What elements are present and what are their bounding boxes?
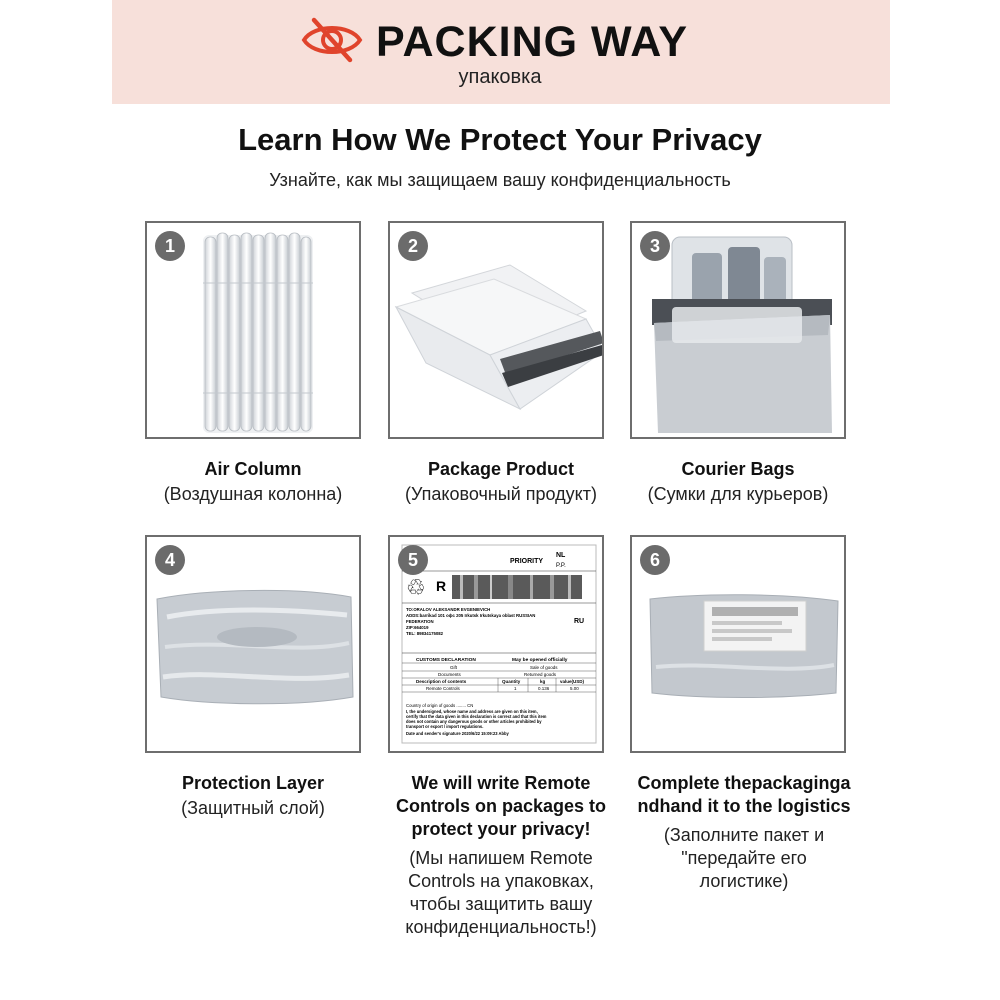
page-title: Learn How We Protect Your Privacy — [238, 122, 762, 157]
step-subtitle: (Упаковочный продукт) — [405, 484, 597, 504]
page-subtitle: Узнайте, как мы защищаем вашу конфиденци… — [269, 170, 731, 190]
step-title: Courier Bags — [681, 459, 795, 479]
step-caption-5: We will write Remote Controls on package… — [385, 772, 617, 939]
step-number: 3 — [640, 231, 670, 261]
mailer-bag-image — [394, 264, 602, 411]
step-card-protection-layer: 4 — [145, 535, 361, 753]
label-origin: Country of origin of goods ........ CN — [406, 703, 473, 708]
label-item-qty: 1 — [514, 686, 517, 691]
label-decl-4: transport or export / import regulations… — [406, 724, 483, 729]
courier-bag-image — [652, 236, 832, 433]
label-date: Date and sender's signature 2020/6/22 15… — [406, 731, 509, 736]
label-documents: Documents — [438, 672, 462, 677]
barcode — [452, 575, 582, 599]
step-caption-6: Complete thepackagingandhand it to the l… — [633, 772, 855, 893]
step-subtitle: (Воздушная колонна) — [163, 484, 343, 504]
sealed-package-image — [649, 594, 839, 698]
label-pp: P.P. — [556, 563, 566, 569]
step-card-air-column: 1 — [145, 221, 361, 439]
step-subtitle: (Мы напишем Remote Controls на упаковках… — [405, 848, 597, 937]
label-ru: RU — [574, 618, 584, 625]
label-qty-head: Quantity — [502, 679, 521, 684]
label-item-kg: 0.136 — [538, 686, 550, 691]
step-number: 4 — [155, 545, 185, 575]
label-sale: Sale of goods — [530, 665, 558, 670]
step-number: 1 — [155, 231, 185, 261]
shipping-label-image: PRIORITY NL P.P. ♲ R TO:ORALOV ALEKSANDR… — [401, 544, 597, 744]
step-card-complete: 6 — [630, 535, 846, 753]
step-title: Complete thepackagingandhand it to the l… — [637, 773, 851, 816]
step-subtitle: (Защитный слой) — [181, 798, 325, 818]
label-customs: CUSTOMS DECLARATION — [416, 657, 476, 663]
header-banner — [112, 0, 890, 104]
label-item: Remote Controls — [426, 686, 461, 691]
step-caption-1: Air Column (Воздушная колонна) — [130, 458, 376, 506]
step-number: 5 — [398, 545, 428, 575]
label-gift: Gift — [450, 665, 458, 670]
step-number: 6 — [640, 545, 670, 575]
label-r: R — [436, 578, 446, 594]
air-column-image — [203, 232, 313, 433]
label-tel: TEL: 89834175082 — [406, 631, 444, 636]
label-kg-head: kg — [540, 679, 546, 684]
step-title: We will write Remote Controls on package… — [395, 773, 607, 839]
label-to: TO:ORALOV ALEKSANDR EVGENIEVICH — [406, 607, 490, 612]
label-opened: May be opened officially — [512, 657, 568, 663]
banner-title: PACKING WAY — [376, 18, 689, 66]
step-caption-4: Protection Layer (Защитный слой) — [130, 772, 376, 820]
label-priority: PRIORITY — [510, 558, 543, 565]
step-number: 2 — [398, 231, 428, 261]
step-subtitle: (Заполните пакет и "передайте его логист… — [663, 825, 825, 891]
label-value-head: value(USD) — [560, 679, 585, 684]
step-title: Package Product — [427, 459, 575, 479]
step-caption-2: Package Product (Упаковочный продукт) — [373, 458, 629, 506]
label-nl: NL — [556, 552, 566, 559]
label-federation: FEDERATION — [406, 619, 434, 624]
label-decl-3: does not contain any dangerous goods or … — [406, 719, 542, 724]
label-decl-1: I, the undersigned, whose name and addre… — [406, 709, 538, 714]
banner-subtitle: упаковка — [458, 66, 542, 88]
step-card-courier-bags: 3 — [630, 221, 846, 439]
step-title: Protection Layer — [181, 773, 325, 793]
step-card-package-product: 2 — [388, 221, 604, 439]
label-returned: Returned goods — [524, 672, 557, 677]
label-item-value: 5.00 — [570, 686, 579, 691]
label-decl-2: certify that the data given in this decl… — [406, 714, 547, 719]
step-caption-3: Courier Bags (Сумки для курьеров) — [615, 458, 861, 506]
step-title: Air Column — [204, 459, 302, 479]
step-subtitle: (Сумки для курьеров) — [647, 484, 829, 504]
recycle-icon: ♲ — [406, 575, 426, 600]
wrapped-package-image — [156, 589, 354, 705]
step-card-shipping-label: 5 PRIORITY NL P.P. ♲ R TO:ORALOV ALEKSAN… — [388, 535, 604, 753]
eye-slash-icon — [301, 17, 363, 63]
label-address: ADDS:barrikad 101 офс 205 Irkutsk Irkuts… — [406, 613, 535, 618]
label-zip: ZIP:664019 — [406, 625, 429, 630]
label-desc: Description of contents — [416, 679, 467, 684]
